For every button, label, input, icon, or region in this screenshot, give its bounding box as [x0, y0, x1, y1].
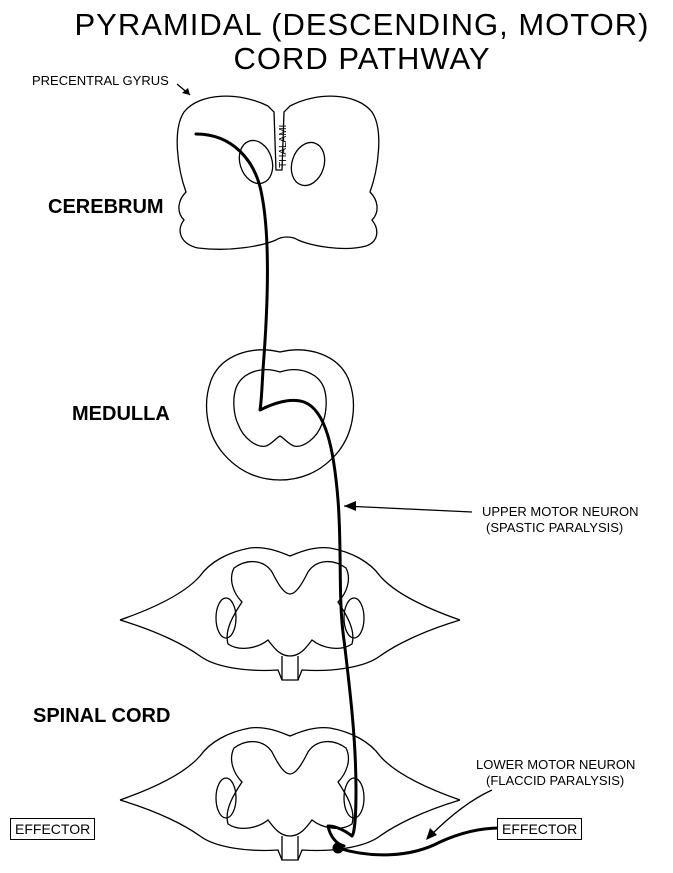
- spinal-cord-upper-fissure: [282, 656, 298, 680]
- spinal-cord-label: SPINAL CORD: [33, 705, 170, 728]
- thalamus-left: [234, 136, 278, 188]
- thalami-label: THALAMI: [278, 125, 289, 168]
- lower-motor-neuron-label: LOWER MOTOR NEURON: [476, 757, 635, 772]
- upper-motor-neuron-pointer: [344, 506, 472, 512]
- effector-left-box: EFFECTOR: [10, 818, 95, 840]
- medulla-label: MEDULLA: [72, 403, 170, 426]
- medulla-outer: [207, 350, 354, 480]
- precentral-gyrus-label: PRECENTRAL GYRUS: [32, 73, 169, 88]
- spinal-cord-upper-gray: [227, 562, 353, 656]
- lower-motor-neuron-tract: [338, 828, 500, 855]
- spinal-cord-section-lower: [120, 728, 460, 860]
- spinal-cord-upper-outline: [120, 548, 460, 680]
- upper-motor-neuron-tract: [196, 134, 356, 846]
- cerebrum-outline: [177, 96, 379, 249]
- thalamus-right: [286, 138, 330, 190]
- lower-motor-neuron-sublabel: (FLACCID PARALYSIS): [486, 773, 624, 788]
- spinal-cord-lower-fissure: [282, 836, 298, 860]
- spinal-cord-lower-gray: [227, 742, 353, 836]
- spinal-cord-section-upper: [120, 548, 460, 680]
- medulla-section: [207, 350, 354, 480]
- lower-motor-neuron-arrowhead: [426, 828, 437, 840]
- effector-right-box: EFFECTOR: [497, 818, 582, 840]
- cerebrum-label: CEREBRUM: [48, 196, 164, 219]
- upper-motor-neuron-sublabel: (SPASTIC PARALYSIS): [486, 520, 623, 535]
- upper-motor-neuron-label: UPPER MOTOR NEURON: [482, 504, 639, 519]
- spinal-cord-lower-outline: [120, 728, 460, 860]
- upper-motor-neuron-arrowhead: [344, 501, 356, 511]
